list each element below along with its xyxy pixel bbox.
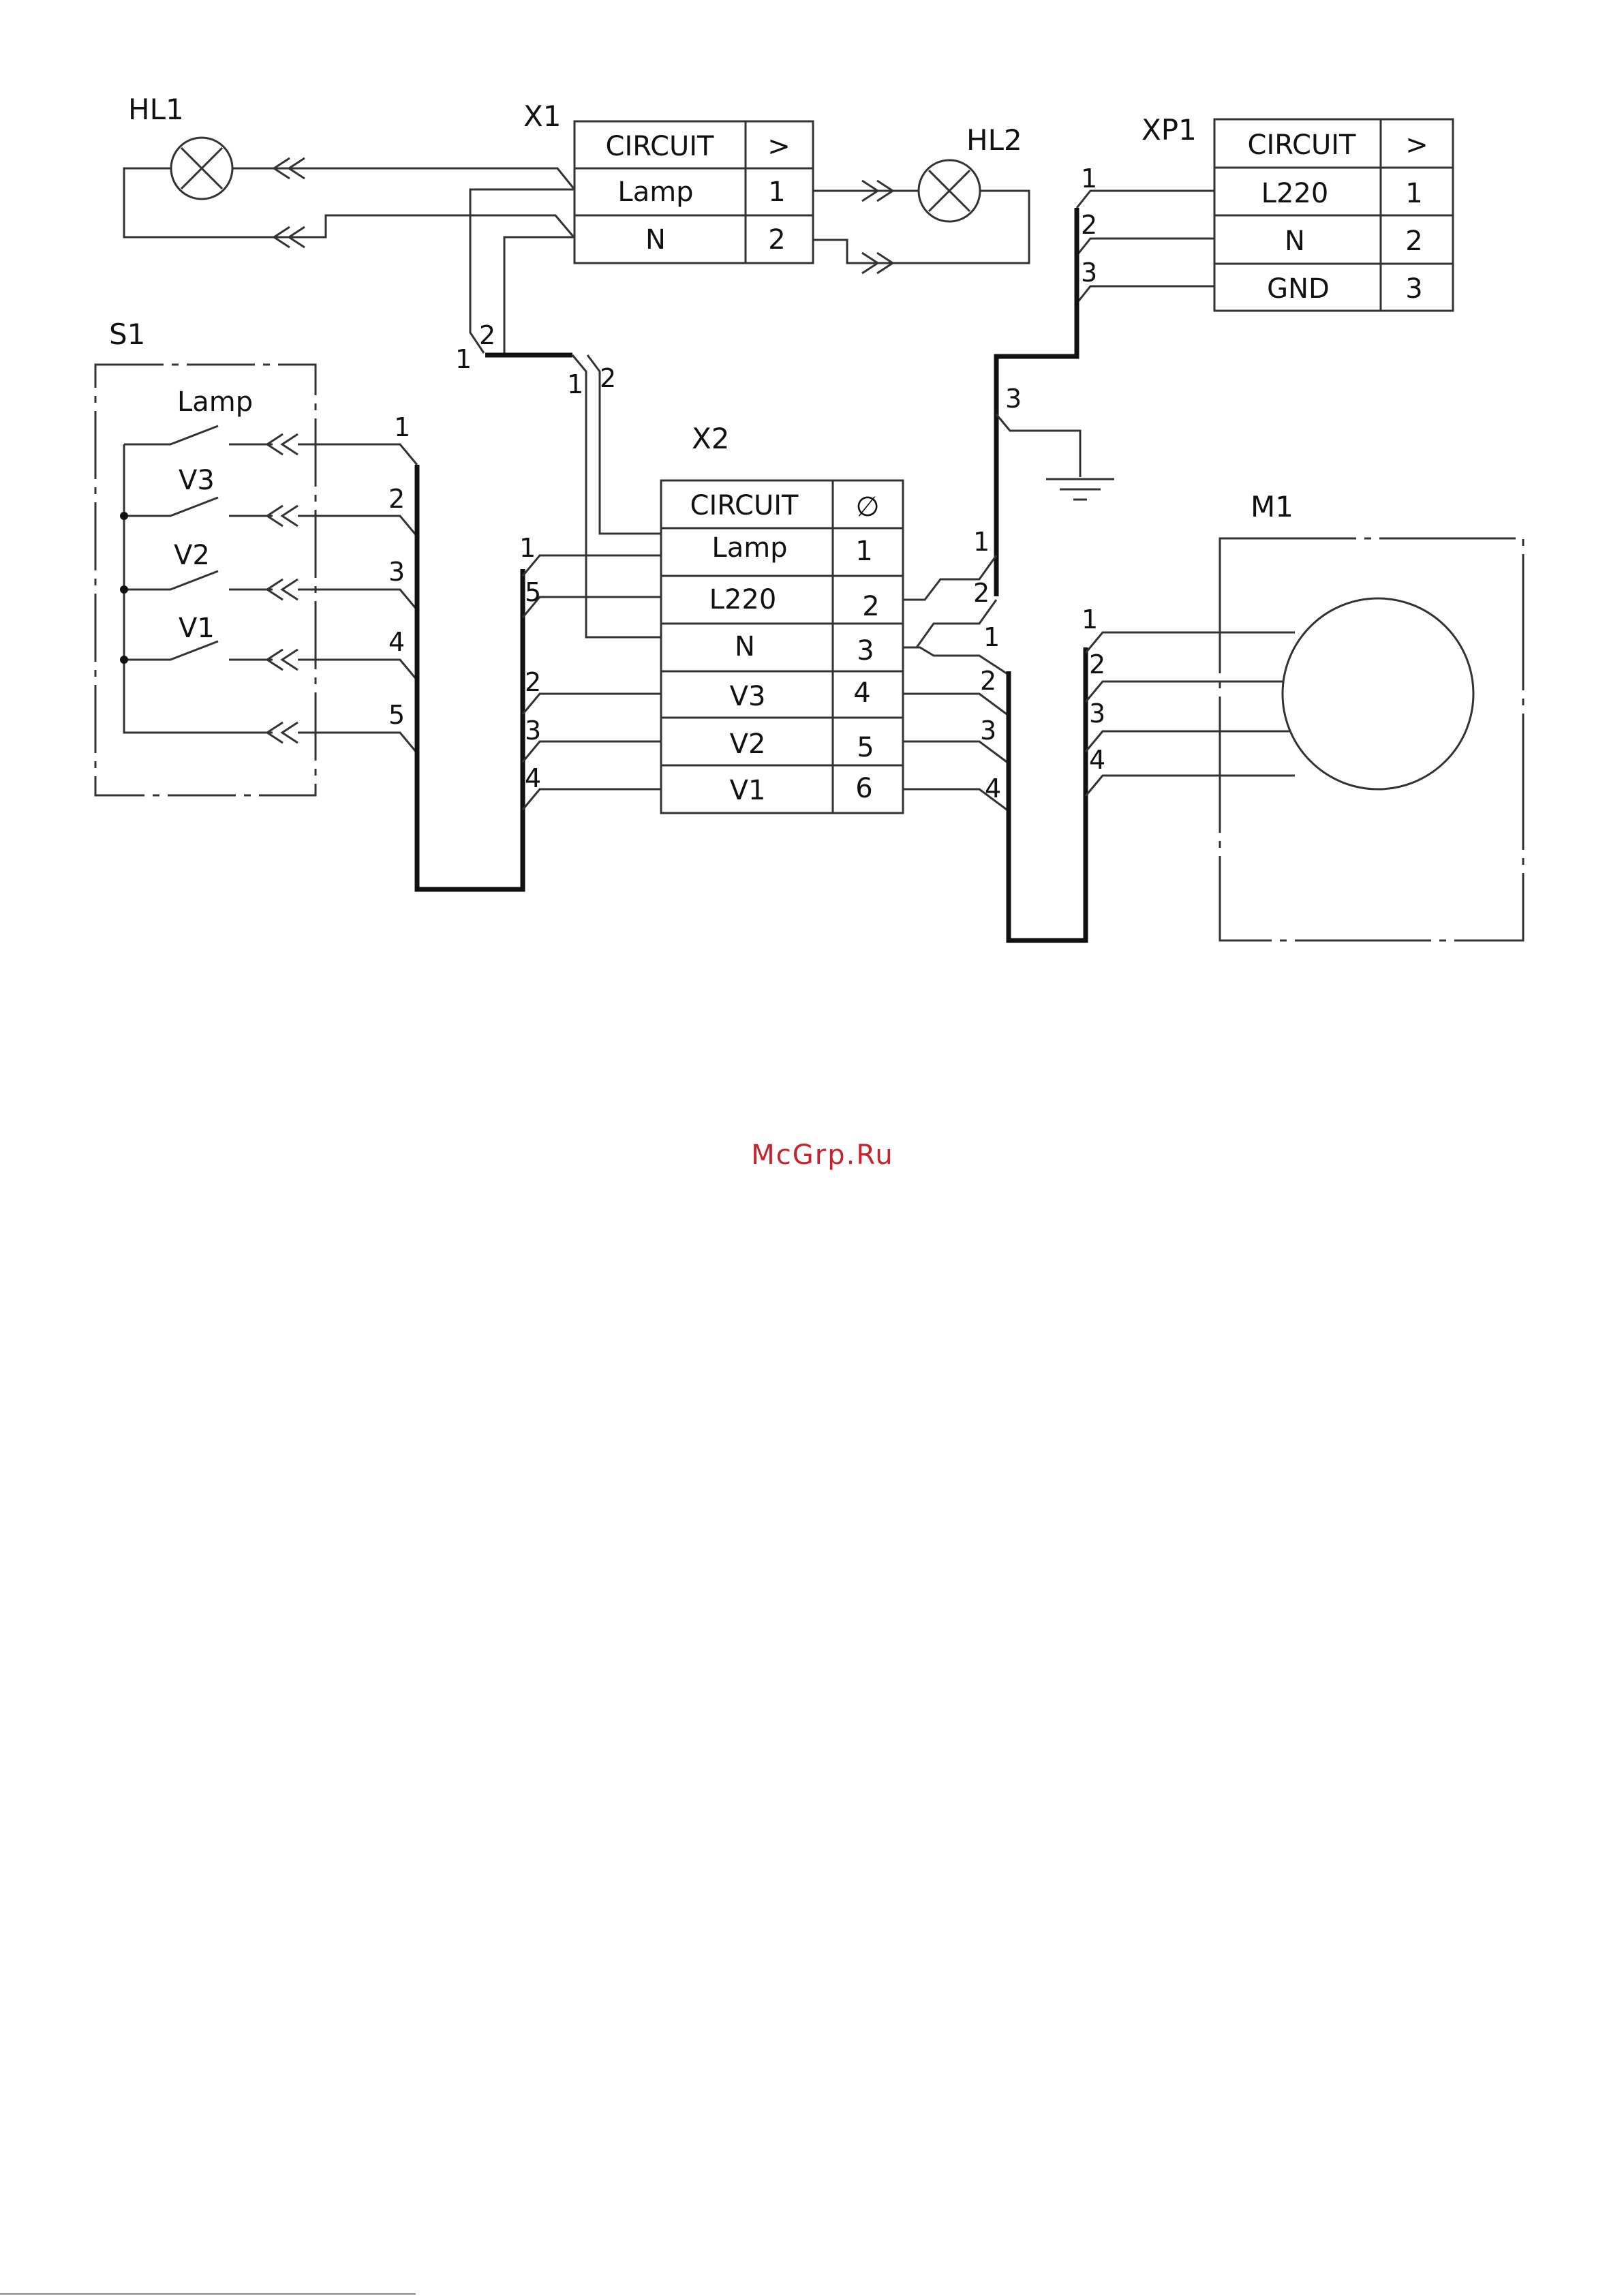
wire-number: 2: [388, 484, 405, 514]
designator-hl1: HL1: [128, 93, 184, 126]
wire-number: 1: [519, 533, 536, 563]
x2-row-pin: 4: [853, 677, 870, 709]
xp1-row-pin: 2: [1405, 226, 1422, 257]
terminal-block-x2: X2 CIRCUIT ∅ Lamp 1 L220 2 N 3 V3 4 V2 5…: [661, 422, 903, 813]
xp1-row-pin: 1: [1405, 178, 1422, 209]
switch-label: V2: [174, 540, 210, 571]
wire-number: 2: [479, 320, 495, 350]
wire-number: 1: [1081, 164, 1097, 194]
x2-row-circuit: L220: [709, 584, 777, 615]
x2-row-pin: 6: [855, 773, 872, 804]
x1-row-pin: 1: [768, 177, 785, 208]
xp1-header-symbol: >: [1405, 129, 1428, 161]
x2-header-symbol: ∅: [856, 491, 880, 523]
x1-header-circuit: CIRCUIT: [606, 131, 715, 162]
designator-hl2: HL2: [966, 123, 1022, 157]
x1-row-circuit: N: [645, 224, 666, 256]
wire-number: 3: [1005, 384, 1022, 414]
designator-m1: M1: [1251, 490, 1293, 523]
switch-label: V1: [179, 613, 215, 644]
xp1-header-circuit: CIRCUIT: [1248, 129, 1357, 161]
wire-number: 3: [525, 716, 541, 746]
x2-row-pin: 1: [855, 536, 872, 567]
x2-row-pin: 5: [857, 732, 874, 763]
junction-dot: [120, 656, 128, 664]
switch-contact: [124, 498, 273, 516]
junction-dot: [120, 585, 128, 594]
motor-m1: M1: [1220, 490, 1523, 940]
wire-number: 2: [1089, 649, 1105, 679]
s1-bundle: 1 2 3 4 5: [298, 412, 523, 889]
wire-number: 3: [388, 557, 405, 587]
wire-number: 4: [1089, 745, 1105, 775]
wire-number: 4: [525, 763, 541, 793]
motor-icon: [1283, 598, 1473, 789]
wire-number: 2: [525, 667, 541, 697]
x2-row-circuit: V3: [730, 681, 766, 712]
designator-x1: X1: [523, 100, 562, 133]
xp1-row-circuit: L220: [1261, 178, 1329, 209]
xp1-row-circuit: GND: [1267, 273, 1330, 305]
wire-number: 2: [980, 666, 996, 696]
wire-number: 1: [983, 622, 1000, 652]
wire-number: 4: [388, 627, 405, 657]
x2-row-pin: 3: [857, 635, 874, 667]
x2-row-circuit: Lamp: [711, 532, 787, 564]
x2-row-circuit: N: [735, 631, 755, 662]
switch-contact: [124, 641, 273, 660]
x2-row-circuit: V2: [730, 729, 766, 760]
wire-number: 2: [1081, 210, 1097, 240]
wire-number: 3: [980, 716, 996, 746]
designator-xp1: XP1: [1142, 113, 1197, 147]
x1-row-pin: 2: [768, 224, 785, 256]
wire-number: 1: [973, 527, 990, 557]
lamp-hl1: HL1: [128, 93, 232, 199]
switch-contact: [124, 426, 273, 444]
ground: 3: [996, 384, 1114, 500]
xp1-row-circuit: N: [1285, 226, 1305, 257]
x1-row-circuit: Lamp: [617, 177, 693, 208]
x2-header-circuit: CIRCUIT: [690, 490, 799, 521]
designator-s1: S1: [109, 318, 145, 351]
junction-dot: [120, 512, 128, 520]
x2-m1-bundle: 1 2 3 4 1 2 3 4: [903, 604, 1295, 940]
wire-number: 1: [455, 344, 472, 374]
x2-row-circuit: V1: [730, 775, 766, 806]
wire-number: 3: [1081, 258, 1097, 288]
xp1-row-pin: 3: [1405, 273, 1422, 305]
wire-number: 5: [388, 700, 405, 730]
x1-header-symbol: >: [767, 131, 791, 162]
lamp-hl2: HL2: [919, 123, 1022, 221]
wire-number: 1: [1082, 604, 1098, 634]
switch-contact: [124, 571, 273, 590]
switch-label: Lamp: [177, 386, 253, 418]
designator-x2: X2: [692, 422, 730, 455]
connector-xp1: XP1 CIRCUIT > L220 1 N 2 GND 3: [1142, 113, 1453, 311]
wire-number: 2: [973, 578, 990, 608]
wire-number: 4: [985, 774, 1001, 803]
wire-number: 5: [525, 577, 541, 607]
wire-number: 1: [394, 412, 410, 442]
wire-number: 1: [567, 369, 583, 399]
switch-block-s1: S1 Lamp V3 V2 V1: [95, 318, 316, 795]
x2-left-wires: 1 5 2 3 4: [519, 533, 661, 810]
watermark: McGrp.Ru: [751, 1139, 893, 1171]
wire-number: 3: [1089, 699, 1105, 729]
x2-row-pin: 2: [862, 591, 879, 622]
switch-label: V3: [179, 465, 215, 496]
x2-right-upper-wires: 1 2: [903, 527, 996, 647]
wire-number: 2: [600, 363, 616, 393]
